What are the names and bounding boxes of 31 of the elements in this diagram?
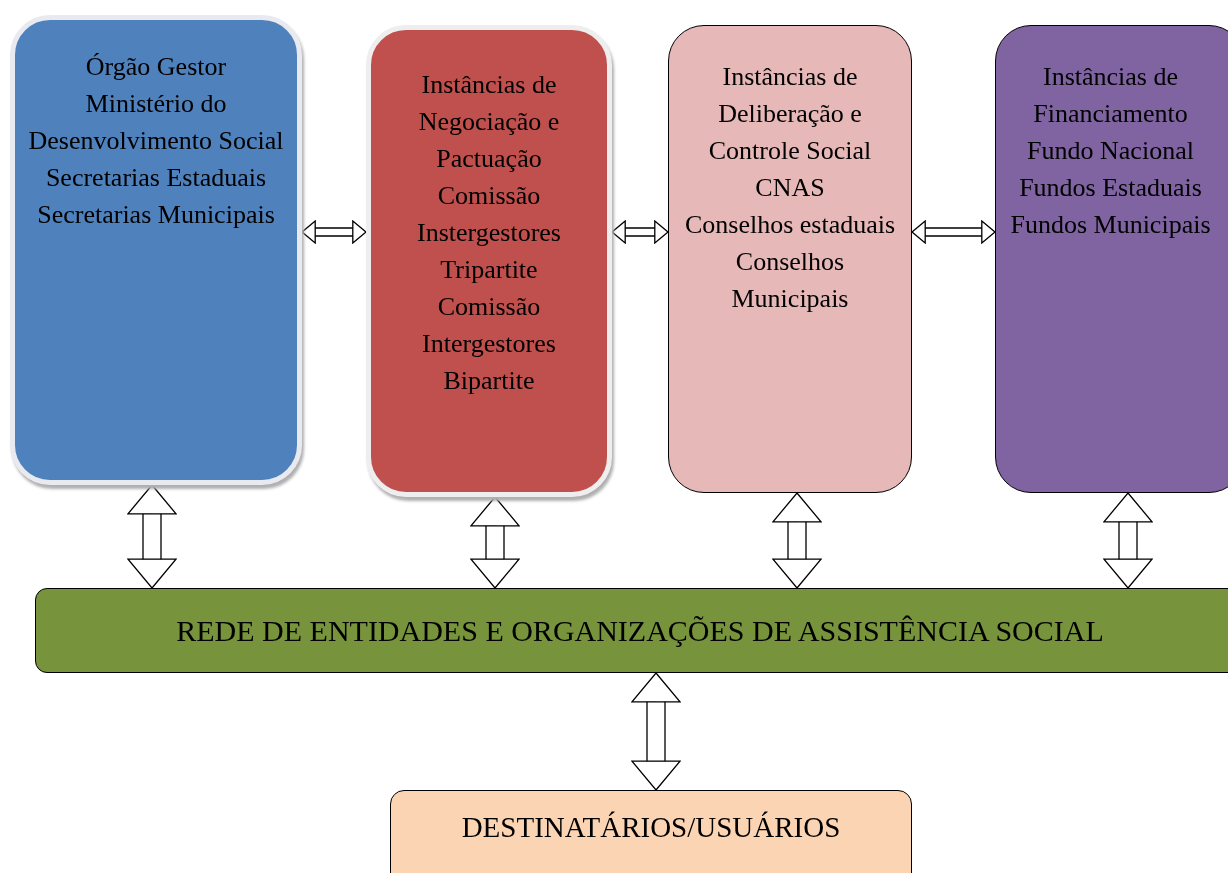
rounded-box [35, 588, 1228, 673]
box-text: Ministério do Desenvolvimento Social [27, 88, 285, 157]
double-arrow [911, 220, 996, 244]
box-text: Fundos Estaduais [1019, 172, 1202, 204]
rounded-box [995, 25, 1228, 493]
box-text: DESTINATÁRIOS/USUÁRIOS [461, 810, 841, 845]
rounded-box [366, 25, 612, 497]
double-arrow [1103, 492, 1153, 589]
double-arrow [470, 496, 520, 589]
rounded-box [390, 790, 912, 873]
box-text: Secretarias Municipais [37, 199, 275, 231]
box-text: Instâncias de Negociação e Pactuação [417, 69, 561, 175]
double-arrow [611, 220, 669, 244]
box-text: Fundos Municipais [1010, 209, 1211, 241]
double-arrow [127, 484, 177, 589]
box-text: Órgão Gestor [85, 51, 227, 83]
box-text: Comissão Intergestores Bipartite [421, 291, 557, 397]
box-text: Instâncias de Financiamento [1032, 61, 1189, 130]
box-text: Conselhos estaduais [684, 209, 896, 241]
box-text: Instâncias de Deliberação e Controle Social [707, 61, 873, 167]
rounded-box [10, 15, 302, 485]
rounded-box [668, 25, 912, 493]
box-text: Secretarias Estaduais [45, 162, 267, 194]
double-arrow [631, 672, 681, 791]
double-arrow [301, 220, 367, 244]
box-text: Conselhos Municipais [730, 246, 850, 315]
box-text: Comissão Instergestores Tripartite [416, 180, 562, 286]
double-arrow [772, 492, 822, 589]
box-text: REDE DE ENTIDADES E ORGANIZAÇÕES DE ASSISTÊNCIA SOCIAL [176, 613, 1104, 649]
box-text: CNAS [755, 172, 825, 204]
box-text: Fundo Nacional [1027, 135, 1194, 167]
